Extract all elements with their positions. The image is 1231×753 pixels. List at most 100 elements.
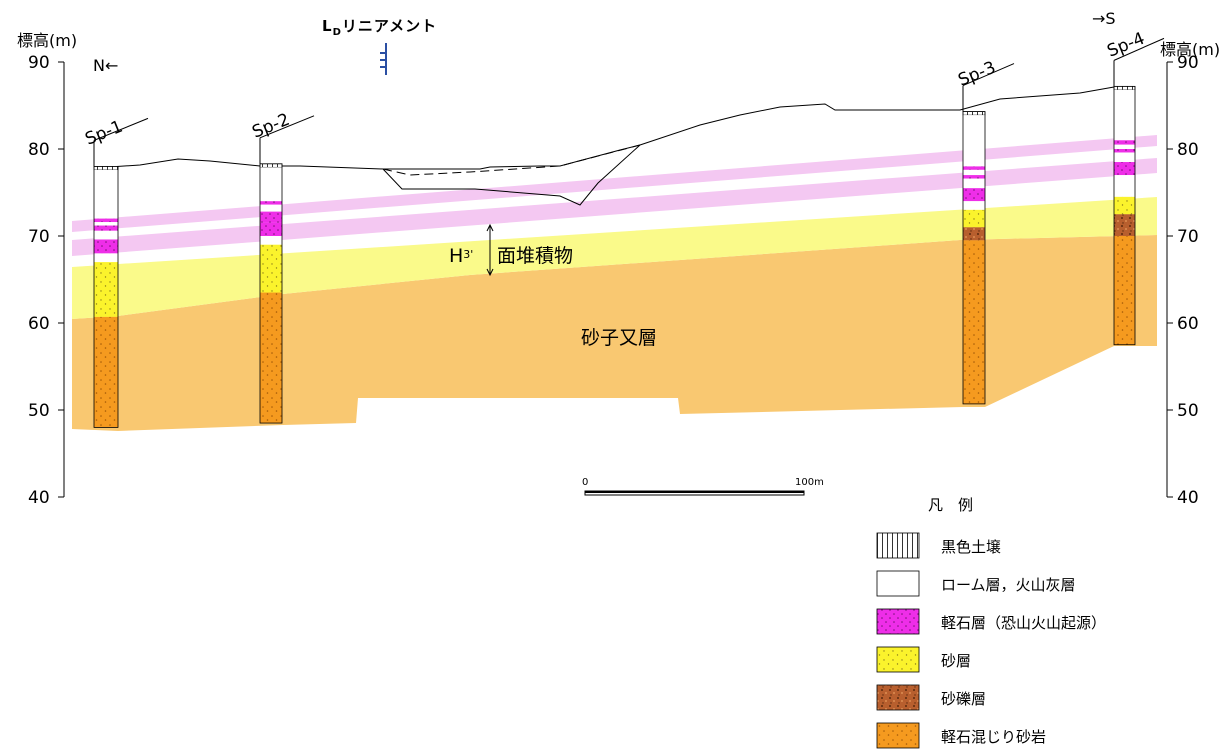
layer-pumice_ss xyxy=(963,240,985,404)
tick-label: 60 xyxy=(1177,314,1199,334)
layer-loam xyxy=(260,236,282,245)
legend-item-gravel: 砂礫層 xyxy=(876,684,986,711)
scale-start-label: 0 xyxy=(582,477,588,488)
h3-label-main: H xyxy=(449,245,463,267)
borehole-flag xyxy=(93,117,149,141)
borehole-outline xyxy=(1113,85,1136,346)
lower-pumice-band xyxy=(72,158,1157,256)
layer-pumice xyxy=(1114,149,1135,153)
legend-swatch-soil xyxy=(876,532,920,559)
north-direction-label: N← xyxy=(93,56,118,75)
sunagomata-formation-body xyxy=(72,235,1157,431)
legend-swatch-sand xyxy=(876,646,920,673)
h3-label-rest: 面堆積物 xyxy=(497,245,573,267)
legend-label: 黒色土壌 xyxy=(941,538,1001,556)
lineament-scarp-line xyxy=(382,144,641,206)
layer-pumice xyxy=(260,222,282,236)
legend-item-loam: ローム層，火山灰層 xyxy=(876,570,1076,597)
legend-title: 凡 例 xyxy=(928,496,973,514)
tick-label: 90 xyxy=(1177,53,1199,73)
lineament-label: LDリニアメント xyxy=(322,17,437,38)
layer-loam xyxy=(1114,144,1135,149)
former-surface-dashed xyxy=(382,144,641,176)
scale-end-label: 100m xyxy=(795,477,824,488)
borehole-flag xyxy=(259,115,315,139)
tick-label: 60 xyxy=(28,314,50,334)
lineament-label-sub: D xyxy=(333,27,342,38)
legend-label: 砂礫層 xyxy=(941,690,986,708)
tick-label: 80 xyxy=(1177,140,1199,160)
layer-pumice_ss xyxy=(94,316,118,428)
tick-label: 90 xyxy=(28,53,50,73)
layer-soil xyxy=(962,111,986,116)
lineament-label-rest: リニアメント xyxy=(342,17,437,35)
lineament-label-main: L xyxy=(322,17,333,35)
layer-pumice xyxy=(1114,140,1135,145)
borehole-outline xyxy=(962,111,986,405)
legend-label: 軽石層（恐山火山起源） xyxy=(941,614,1106,632)
tick-label: 50 xyxy=(28,401,50,421)
layer-pumice xyxy=(94,239,118,254)
scale-bar: 0 100m xyxy=(582,477,824,496)
layer-loam xyxy=(963,201,985,210)
topography xyxy=(93,86,1115,206)
h3-terrace-label: H3' 面堆積物 xyxy=(449,245,573,267)
layer-sand xyxy=(963,209,985,228)
legend-item-pumice_ss: 軽石混じり砂岩 xyxy=(876,722,1046,749)
legend-item-pumice: 軽石層（恐山火山起源） xyxy=(876,608,1106,635)
strata xyxy=(72,135,1157,431)
borehole-label: Sp-4 xyxy=(1104,29,1147,62)
tick-label: 80 xyxy=(28,140,50,160)
layer-loam xyxy=(1114,152,1135,163)
lineament-marker: LDリニアメント xyxy=(322,17,437,75)
lineament-icon xyxy=(380,43,387,75)
h3-label-sub: 3' xyxy=(463,248,473,261)
layer-pumice xyxy=(260,201,282,205)
layer-pumice xyxy=(963,188,985,202)
layer-soil xyxy=(1113,86,1136,91)
layer-loam xyxy=(94,230,118,240)
layer-loam xyxy=(963,115,985,167)
layer-gravel xyxy=(963,227,985,241)
legend-swatch-pumice_ss xyxy=(876,722,920,749)
layer-pumice xyxy=(260,211,282,223)
layer-gravel xyxy=(1114,214,1135,236)
legend-label: ローム層，火山灰層 xyxy=(941,576,1076,594)
legend-item-soil: 黒色土壌 xyxy=(876,532,1001,559)
axis-label-left: 標高(m) xyxy=(17,31,77,50)
layer-pumice xyxy=(963,166,985,170)
layer-pumice xyxy=(94,218,118,223)
layer-soil xyxy=(259,163,283,168)
legend-swatch-gravel xyxy=(876,684,920,711)
layer-loam xyxy=(260,204,282,212)
tick-label: 50 xyxy=(1177,401,1199,421)
layer-loam xyxy=(260,167,282,202)
borehole-label: Sp-2 xyxy=(249,110,292,143)
tick-label: 70 xyxy=(1177,227,1199,247)
layer-pumice_ss xyxy=(260,292,282,424)
legend-swatch-loam xyxy=(876,570,920,597)
layer-soil xyxy=(93,166,119,171)
h3-thickness-arrow xyxy=(486,223,494,277)
layer-sand xyxy=(94,262,118,317)
borehole-label: Sp-1 xyxy=(82,117,125,150)
layer-pumice_ss xyxy=(1114,236,1135,345)
south-direction-label: →S xyxy=(1092,9,1116,28)
layer-loam xyxy=(94,222,118,226)
upper-pumice-band xyxy=(72,135,1157,232)
borehole-sp-4: Sp-4 xyxy=(1104,29,1165,346)
layer-loam xyxy=(1114,89,1135,141)
layer-pumice xyxy=(94,225,118,231)
borehole-flag xyxy=(962,63,1015,87)
layer-loam xyxy=(963,169,985,176)
legend-label: 軽石混じり砂岩 xyxy=(941,728,1046,746)
borehole-label: Sp-3 xyxy=(955,58,998,91)
tick-label: 40 xyxy=(1177,488,1199,508)
borehole-outline xyxy=(259,163,283,424)
layer-pumice xyxy=(963,175,985,179)
h3-terrace-sand-band xyxy=(72,197,1157,319)
